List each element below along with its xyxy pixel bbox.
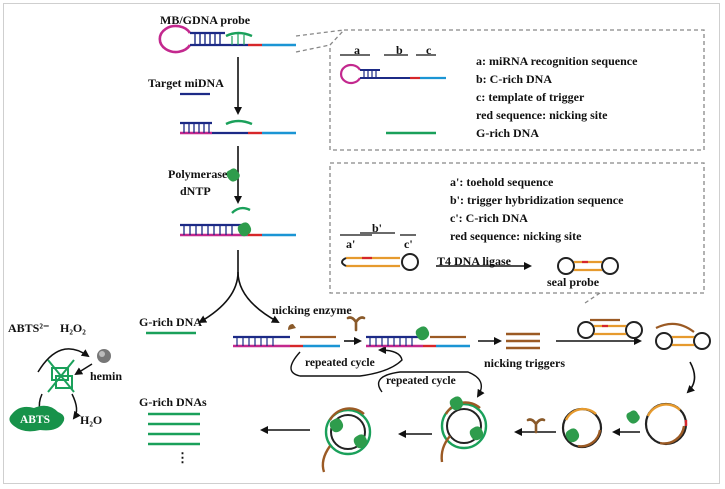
legend-mid-line-4: red sequence: nicking site xyxy=(450,229,582,243)
repeated-cycle-label-1: repeated cycle xyxy=(305,357,375,369)
nicking-enzyme-icon-2 xyxy=(526,418,546,434)
abts2-label: ABTS²⁻ xyxy=(8,321,50,335)
repeated-cycle-loop-2 xyxy=(377,371,485,398)
nicking-triggers xyxy=(506,332,540,350)
probe-target-duplex xyxy=(180,119,296,135)
g-quadruplex-hemin xyxy=(9,348,111,432)
legend-mid-line-2: b': trigger hybridization sequence xyxy=(450,193,624,207)
nicking-duplex-2 xyxy=(366,326,470,348)
legend-top-line-4: red sequence: nicking site xyxy=(476,108,608,122)
legend-top-tag-a: a xyxy=(354,43,360,57)
legend-mid-line-3: c': C-rich DNA xyxy=(450,211,528,225)
g-rich-dna-label: G-rich DNA xyxy=(139,315,202,329)
extended-duplex xyxy=(180,206,296,237)
g-rich-dnas-label: G-rich DNAs xyxy=(139,395,207,409)
legend-top-tag-b: b xyxy=(396,43,403,57)
diagram-frame xyxy=(3,3,720,484)
legend-top-line-1: a: miRNA recognition sequence xyxy=(476,54,638,68)
hemin-label: hemin xyxy=(90,369,123,383)
legend-mid-tag-c: c' xyxy=(404,237,413,251)
legend-top-line-2: b: C-rich DNA xyxy=(476,72,552,86)
probe-hairpin xyxy=(158,24,296,54)
repeated-cycle-loop-1 xyxy=(290,346,403,377)
continuation-dots: ⋮ xyxy=(176,450,189,465)
abts-product-blob xyxy=(9,405,65,432)
legend-top-tag-c: c xyxy=(426,43,432,57)
g-rich-dnas-stack xyxy=(148,412,200,446)
legend-mid-tag-b: b' xyxy=(372,221,383,235)
repeated-cycle-label-2: repeated cycle xyxy=(386,375,456,387)
legend-mid-tag-a: a' xyxy=(346,237,356,251)
legend-top-box xyxy=(329,29,705,151)
h2o-label: H₂O xyxy=(80,413,103,427)
legend-top-line-3: c: template of trigger xyxy=(476,90,585,104)
circular-template-4 xyxy=(321,407,372,473)
polymerase-blob xyxy=(226,168,240,182)
seal-probe-label: seal probe xyxy=(547,275,600,289)
h2o2-label: H₂O₂ xyxy=(60,321,86,335)
nicking-triggers-label: nicking triggers xyxy=(484,356,565,370)
dumbbell-trigger-right xyxy=(655,322,711,350)
nicking-duplex xyxy=(233,324,340,348)
polymerase-blob-2 xyxy=(626,410,640,424)
dntp-label: dNTP xyxy=(180,184,211,198)
abts-label: ABTS xyxy=(20,414,51,426)
nicking-enzyme-icon xyxy=(346,316,366,332)
circular-template-2 xyxy=(561,407,603,449)
nicking-enzyme-label: nicking enzyme xyxy=(272,303,352,317)
polymerase-label: Polymerase xyxy=(168,167,228,181)
seal-probe-hybridized xyxy=(577,318,643,339)
probe-title: MB/GDNA probe xyxy=(160,13,251,27)
t4-ligase-label: T4 DNA ligase xyxy=(437,254,512,268)
legend-top-line-5: G-rich DNA xyxy=(476,126,539,140)
circular-template-1 xyxy=(644,402,688,446)
target-label: Target miDNA xyxy=(148,76,224,90)
circular-template-3 xyxy=(440,396,488,463)
legend-mid-line-1: a': toehold sequence xyxy=(450,175,554,189)
